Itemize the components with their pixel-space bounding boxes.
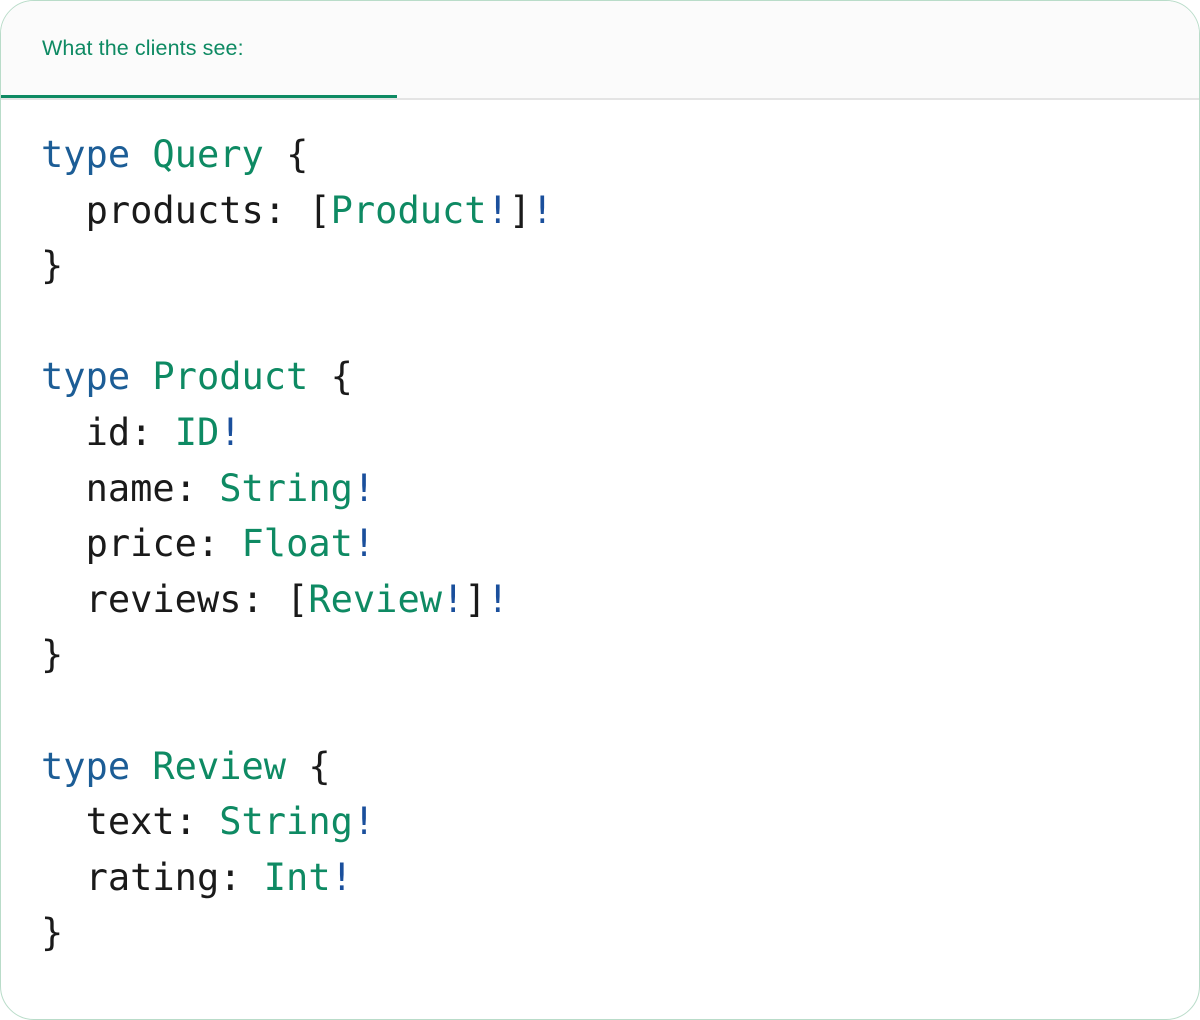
code-token-punctuation: :	[263, 188, 309, 232]
code-line: price: Float!	[41, 516, 1199, 572]
code-token-plain	[41, 411, 86, 454]
code-line: name: String!	[41, 461, 1199, 517]
code-token-plain	[130, 745, 152, 788]
code-token-type: Review	[308, 577, 442, 621]
code-token-bang: !	[352, 466, 376, 510]
code-token-type: Float	[241, 522, 353, 566]
code-token-type: ID	[174, 410, 220, 454]
code-line: rating: Int!	[41, 850, 1199, 906]
code-token-bang: !	[486, 577, 509, 621]
code-token-bang: !	[352, 522, 376, 566]
code-line	[41, 683, 1199, 739]
code-token-field: rating	[85, 855, 220, 899]
code-token-plain	[41, 189, 86, 232]
code-token-punctuation: [	[308, 188, 331, 232]
code-token-plain	[286, 745, 308, 788]
code-token-plain	[264, 133, 286, 176]
code-panel: type Query { products: [Product!]!}type …	[1, 100, 1199, 961]
code-token-punctuation: }	[41, 911, 64, 955]
code-token-punctuation: ]	[464, 577, 487, 621]
code-line: }	[41, 905, 1199, 961]
code-line: type Product {	[41, 349, 1199, 405]
code-token-keyword: type	[41, 355, 131, 399]
code-token-punctuation: [	[286, 577, 309, 621]
code-token-type: String	[219, 800, 353, 844]
code-token-punctuation: {	[330, 355, 353, 399]
code-token-field: price	[85, 522, 197, 566]
code-line: type Review {	[41, 739, 1199, 795]
code-token-type: String	[219, 466, 353, 510]
code-token-keyword: type	[41, 133, 131, 176]
code-token-punctuation: :	[219, 855, 264, 899]
code-token-bang: !	[486, 188, 509, 232]
code-token-field: name	[85, 466, 175, 510]
code-token-punctuation: :	[196, 522, 242, 566]
code-token-bang: !	[330, 855, 353, 899]
code-token-plain	[41, 467, 86, 510]
code-token-plain	[41, 856, 86, 899]
code-token-type: Product	[330, 188, 487, 232]
code-token-field: text	[85, 800, 175, 844]
code-token-punctuation: :	[174, 800, 220, 844]
code-token-plain	[130, 355, 152, 398]
code-line: type Query {	[41, 127, 1199, 183]
code-token-type: Product	[152, 355, 309, 399]
code-line: }	[41, 238, 1199, 294]
code-line: products: [Product!]!	[41, 183, 1199, 239]
code-token-type: Int	[263, 855, 331, 899]
code-line	[41, 294, 1199, 350]
tab-what-the-clients-see[interactable]: What the clients see:	[1, 1, 397, 98]
code-token-bang: !	[442, 577, 465, 621]
code-token-punctuation: :	[241, 577, 287, 621]
code-token-plain	[41, 800, 86, 843]
code-token-field: products	[85, 188, 264, 232]
code-token-type: Query	[152, 133, 264, 176]
code-token-keyword: type	[41, 744, 131, 788]
tab-bar: What the clients see:	[1, 1, 1199, 100]
code-token-plain	[130, 133, 152, 176]
code-token-type: Review	[152, 744, 287, 788]
code-token-plain	[41, 578, 86, 621]
code-token-punctuation: }	[41, 244, 64, 288]
code-token-punctuation: {	[308, 744, 331, 788]
code-token-plain	[41, 522, 86, 565]
code-line: id: ID!	[41, 405, 1199, 461]
code-token-punctuation: }	[41, 633, 64, 677]
code-line: text: String!	[41, 794, 1199, 850]
code-token-field: id	[85, 410, 131, 454]
code-token-punctuation: ]	[508, 188, 532, 232]
tab-label: What the clients see:	[42, 35, 244, 60]
code-token-plain	[308, 355, 330, 398]
code-token-punctuation: :	[130, 410, 175, 454]
code-token-bang: !	[352, 800, 376, 844]
code-token-bang: !	[531, 188, 554, 232]
code-token-bang: !	[219, 410, 242, 454]
code-line: reviews: [Review!]!	[41, 572, 1199, 628]
code-token-punctuation: :	[174, 466, 220, 510]
code-line: }	[41, 627, 1199, 683]
code-token-field: reviews	[85, 577, 242, 621]
code-token-punctuation: {	[286, 133, 309, 176]
graphql-schema-code: type Query { products: [Product!]!}type …	[1, 100, 1199, 961]
